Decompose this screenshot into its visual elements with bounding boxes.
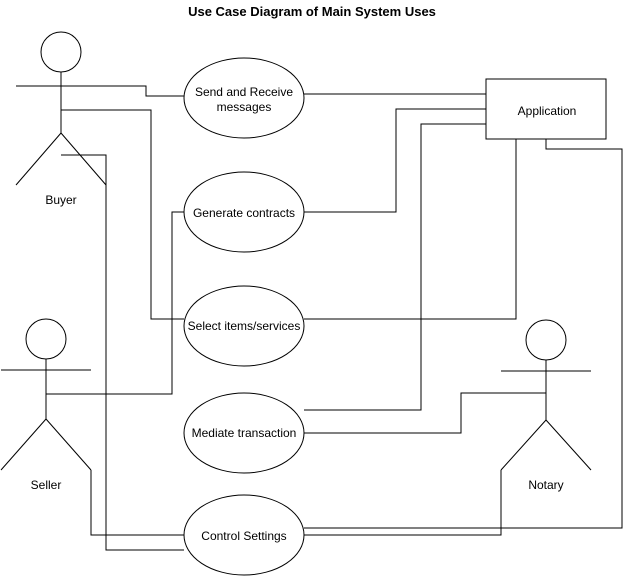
seller-right-leg <box>45 418 92 471</box>
notary-label: Notary <box>528 478 563 492</box>
seller-actor[interactable] <box>0 318 92 471</box>
connector-buyer-send <box>61 85 184 97</box>
connector-control-notary <box>304 470 502 536</box>
connector-buyer-control <box>61 154 184 551</box>
usecase-send-receive[interactable] <box>183 57 305 139</box>
seller-left-leg <box>0 418 47 471</box>
application-label: Application <box>518 104 577 118</box>
usecase-select-items[interactable] <box>183 285 305 367</box>
buyer-right-leg <box>60 132 107 186</box>
usecase-mediate-transaction-label: Mediate transaction <box>192 426 297 440</box>
buyer-actor[interactable] <box>15 31 107 186</box>
diagram-title: Use Case Diagram of Main System Uses <box>188 4 436 19</box>
connector-mediate-application <box>304 123 486 411</box>
notary-head <box>525 319 567 361</box>
usecase-control-settings-label: Control Settings <box>201 529 286 543</box>
notary-left-leg <box>500 419 547 471</box>
usecase-select-items-label: Select items/services <box>188 319 301 333</box>
notary-actor[interactable] <box>500 319 592 471</box>
usecase-send-receive-label-2: messages <box>217 100 272 114</box>
seller-label: Seller <box>31 478 62 492</box>
seller-head <box>25 318 67 360</box>
usecase-generate-contracts-label: Generate contracts <box>193 206 295 220</box>
connector-select-application <box>304 139 517 320</box>
connector-seller-generate <box>46 211 184 395</box>
connector-mediate-notary <box>304 392 546 434</box>
connector-buyer-select <box>61 109 184 320</box>
notary-right-leg <box>545 419 592 471</box>
connector-control-application <box>304 139 623 529</box>
buyer-left-leg <box>15 132 62 186</box>
buyer-label: Buyer <box>45 193 76 207</box>
connector-generate-application <box>304 108 486 213</box>
usecase-send-receive-label-1: Send and Receive <box>195 85 293 99</box>
connector-seller-control <box>90 470 184 536</box>
buyer-head <box>40 31 82 73</box>
